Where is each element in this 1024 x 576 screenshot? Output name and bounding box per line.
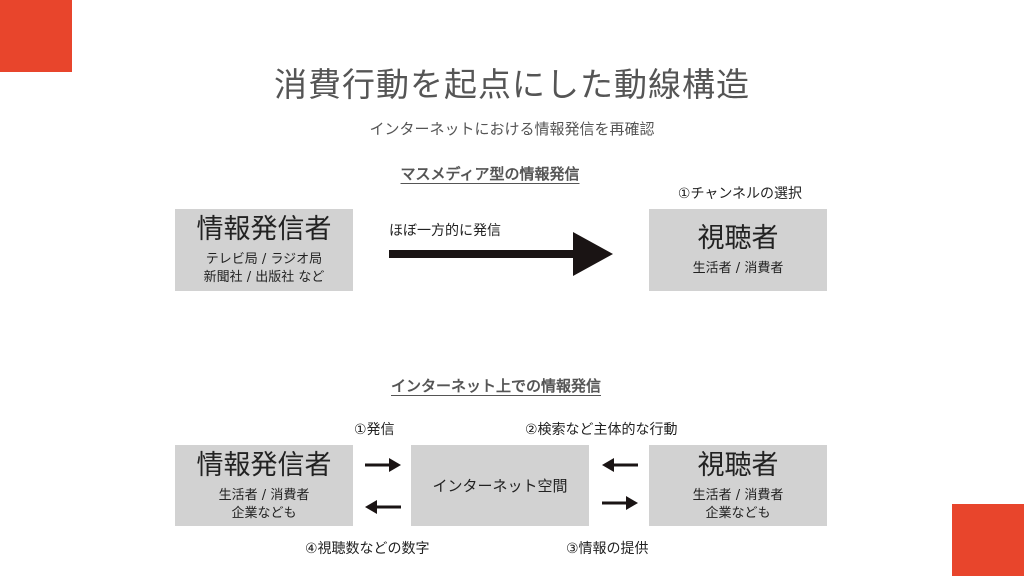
receiver-title: 視聴者 (697, 449, 779, 481)
sender-title: 情報発信者 (196, 449, 332, 481)
sender-line: 企業なども (231, 505, 297, 521)
receiver-line: 生活者 / 消費者 (692, 487, 784, 503)
internet-heading: インターネット上での情報発信 (390, 377, 602, 395)
arrow-left-icon (602, 458, 638, 472)
slide-title: 消費行動を起点にした動線構造 (274, 65, 750, 104)
sender-title: 情報発信者 (196, 214, 332, 245)
mass-media-heading: マスメディア型の情報発信 (400, 165, 580, 183)
mass-media-receiver-box: 視聴者 生活者 / 消費者 (649, 209, 827, 291)
arrow-right-icon (365, 458, 401, 472)
accent-square-bottom-right (952, 504, 1024, 576)
one-way-arrow-icon (389, 232, 613, 276)
step-2-label: ②検索など主体的な行動 (525, 422, 678, 438)
sender-line: テレビ局 / ラジオ局 (205, 252, 323, 267)
receiver-line: 生活者 / 消費者 (692, 261, 784, 276)
step-4-label: ④視聴数などの数字 (305, 541, 430, 557)
internet-sender-box: 情報発信者 生活者 / 消費者 企業なども (175, 445, 353, 526)
sender-line: 生活者 / 消費者 (218, 487, 310, 503)
receiver-note: ①チャンネルの選択 (677, 186, 803, 202)
receiver-line: 企業なども (705, 505, 771, 521)
step-1-label: ①発信 (354, 422, 395, 438)
arrow-right-icon (602, 496, 638, 510)
arrow-label: ほぼ一方的に発信 (389, 223, 501, 239)
slide-subtitle: インターネットにおける情報発信を再確認 (369, 120, 655, 138)
step-3-label: ③情報の提供 (566, 541, 649, 557)
accent-square-top-left (0, 0, 72, 72)
mass-media-sender-box: 情報発信者 テレビ局 / ラジオ局 新聞社 / 出版社 など (175, 209, 353, 291)
arrow-left-icon (365, 500, 401, 514)
sender-line: 新聞社 / 出版社 など (203, 270, 325, 285)
internet-receiver-box: 視聴者 生活者 / 消費者 企業なども (649, 445, 827, 526)
internet-space-label: インターネット空間 (432, 477, 568, 495)
internet-space-box: インターネット空間 (411, 445, 589, 526)
receiver-title: 視聴者 (697, 223, 779, 254)
